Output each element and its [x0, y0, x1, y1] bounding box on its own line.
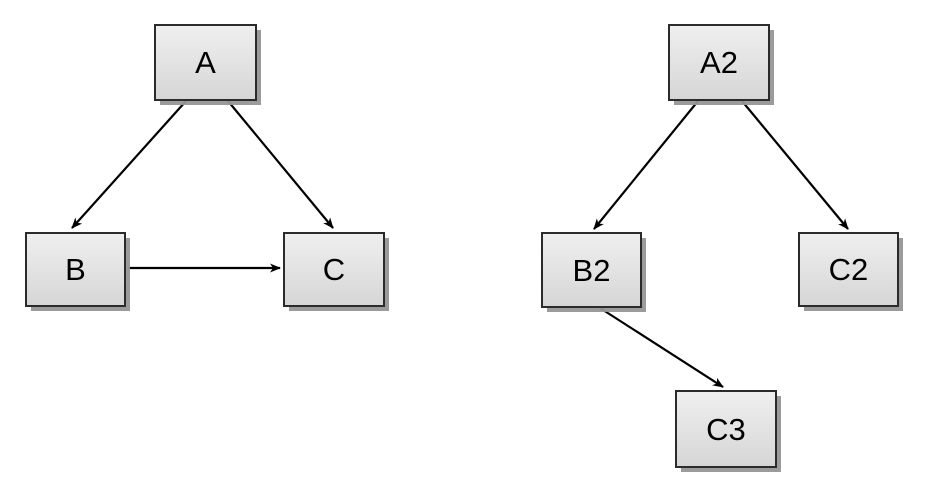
edge-a-to-b: [71, 100, 187, 229]
node-b-label: B: [65, 252, 86, 287]
node-b2-label: B2: [572, 252, 611, 288]
node-a-label: A: [195, 45, 216, 80]
node-c2[interactable]: C2: [798, 232, 899, 307]
node-a2-label: A2: [700, 45, 738, 80]
edge-a-to-c: [227, 100, 334, 229]
node-c3-label: C3: [706, 411, 746, 447]
node-c3[interactable]: C3: [675, 390, 777, 468]
node-c[interactable]: C: [283, 232, 385, 307]
node-b2[interactable]: B2: [541, 232, 642, 308]
edge-b2-to-c3: [599, 307, 724, 388]
node-b[interactable]: B: [25, 232, 126, 307]
edge-a2-to-b2: [593, 100, 699, 230]
node-c2-label: C2: [828, 252, 869, 287]
node-a2[interactable]: A2: [668, 24, 770, 101]
node-c-label: C: [322, 252, 346, 287]
edge-a2-to-c2: [741, 100, 849, 230]
node-a[interactable]: A: [154, 24, 257, 101]
